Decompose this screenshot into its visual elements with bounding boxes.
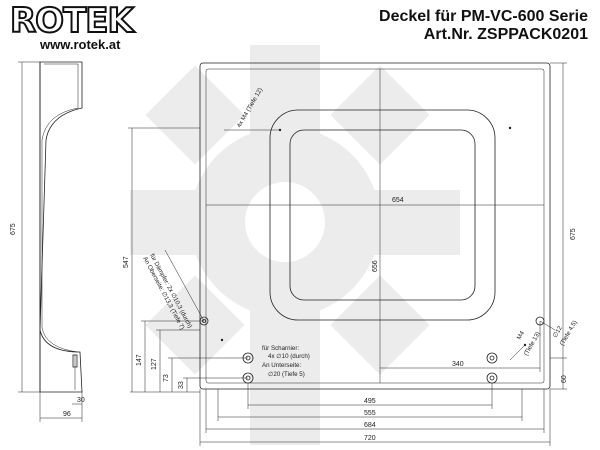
article-number: Art.Nr. ZSPPACK0201 bbox=[423, 26, 588, 43]
rotek-logo: ROTEK bbox=[9, 1, 135, 41]
dim-684: 684 bbox=[364, 422, 376, 429]
dim-right-675: 675 bbox=[570, 228, 577, 240]
dim-555: 555 bbox=[364, 410, 376, 417]
dim-side-height: 675 bbox=[10, 223, 17, 235]
dim-654: 654 bbox=[392, 197, 404, 204]
dim-656: 656 bbox=[372, 260, 379, 272]
note-m4-right-2: (Tiefe 13) bbox=[523, 331, 542, 357]
side-view-outline bbox=[39, 61, 83, 393]
note-hinge-1: für Scharnier: bbox=[262, 345, 299, 352]
dim-73: 73 bbox=[163, 374, 170, 382]
dim-33: 33 bbox=[178, 381, 185, 389]
lid-window bbox=[269, 109, 496, 321]
dim-340: 340 bbox=[452, 361, 464, 368]
dim-147: 147 bbox=[136, 354, 143, 366]
note-m4-top: 4x M4 (Tiefe 12) bbox=[236, 87, 264, 129]
note-hinge-2: 4x ∅10 (durch) bbox=[268, 353, 310, 360]
dim-127: 127 bbox=[151, 358, 158, 370]
dim-720: 720 bbox=[364, 435, 376, 442]
dim-60: 60 bbox=[561, 375, 568, 383]
note-hole-right-2: (Tiefe 4,5) bbox=[559, 319, 579, 347]
note-damper-1: für Dämpfer: 2x ∅10,3 (durch) bbox=[148, 253, 193, 330]
note-hinge-4: ∅20 (Tiefe 5) bbox=[268, 371, 305, 378]
website-url[interactable]: www.rotek.at bbox=[40, 37, 121, 52]
note-m4-right-1: M4 bbox=[516, 330, 527, 341]
dim-547: 547 bbox=[123, 256, 130, 268]
note-hinge-3: An Unterseite: bbox=[262, 362, 301, 369]
note-damper-2: An Oberseite: ∅13,3 (Tiefe 7) bbox=[141, 256, 185, 331]
dim-side-96: 96 bbox=[63, 411, 71, 418]
drawing-title: Deckel für PM-VC-600 Serie bbox=[379, 8, 588, 25]
lid-outer bbox=[199, 62, 551, 390]
dim-495: 495 bbox=[364, 398, 376, 405]
dim-side-30: 30 bbox=[77, 397, 85, 404]
